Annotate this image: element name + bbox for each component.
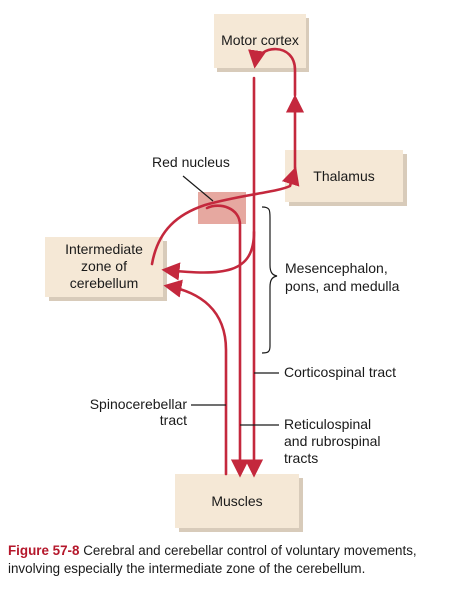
rubrospinal-tract-line — [205, 204, 250, 478]
muscles-label: Muscles — [211, 493, 262, 509]
cerebellum-label-line-2: zone of — [81, 258, 127, 274]
cerebellum-label-line-3: cerebellum — [70, 275, 138, 291]
cerebellum-box: Intermediate zone of cerebellum — [45, 237, 167, 301]
figure-caption: Figure 57-8 Cerebral and cerebellar cont… — [8, 542, 452, 577]
thalamus-box: Thalamus — [285, 150, 407, 206]
reticulospinal-label-line-3: tracts — [284, 450, 318, 466]
red-nucleus-label: Red nucleus — [152, 154, 230, 170]
spinocerebellar-label-line-2: tract — [160, 412, 187, 428]
figure-caption-text: Cerebral and cerebellar control of volun… — [8, 543, 417, 576]
corticospinal-label: Corticospinal tract — [284, 364, 396, 380]
motor-cortex-loop — [248, 47, 297, 97]
motor-cortex-box: Motor cortex — [214, 14, 309, 72]
thalamus-label: Thalamus — [313, 168, 374, 184]
reticulospinal-label-line-2: and rubrospinal — [284, 433, 381, 449]
cerebellum-label-line-1: Intermediate — [65, 241, 143, 257]
figure-number: Figure 57-8 — [8, 543, 80, 558]
cerebellar-control-diagram: Motor cortex Thalamus Intermediate zone … — [45, 14, 407, 532]
muscles-box: Muscles — [175, 474, 303, 532]
cortex-to-cerebellum-line — [161, 230, 256, 281]
motor-cortex-label: Motor cortex — [221, 32, 299, 48]
reticulospinal-label-line-1: Reticulospinal — [284, 416, 371, 432]
cerebellum-to-thalamus-line — [150, 166, 300, 266]
brainstem-label-line-2: pons, and medulla — [285, 278, 400, 294]
spinocerebellar-label-line-1: Spinocerebellar — [90, 396, 188, 412]
brainstem-label-line-1: Mesencephalon, — [285, 260, 388, 276]
red-nucleus-pointer — [182, 175, 214, 202]
spinocerebellar-tract-line — [163, 279, 228, 476]
brainstem-bracket — [261, 206, 278, 354]
